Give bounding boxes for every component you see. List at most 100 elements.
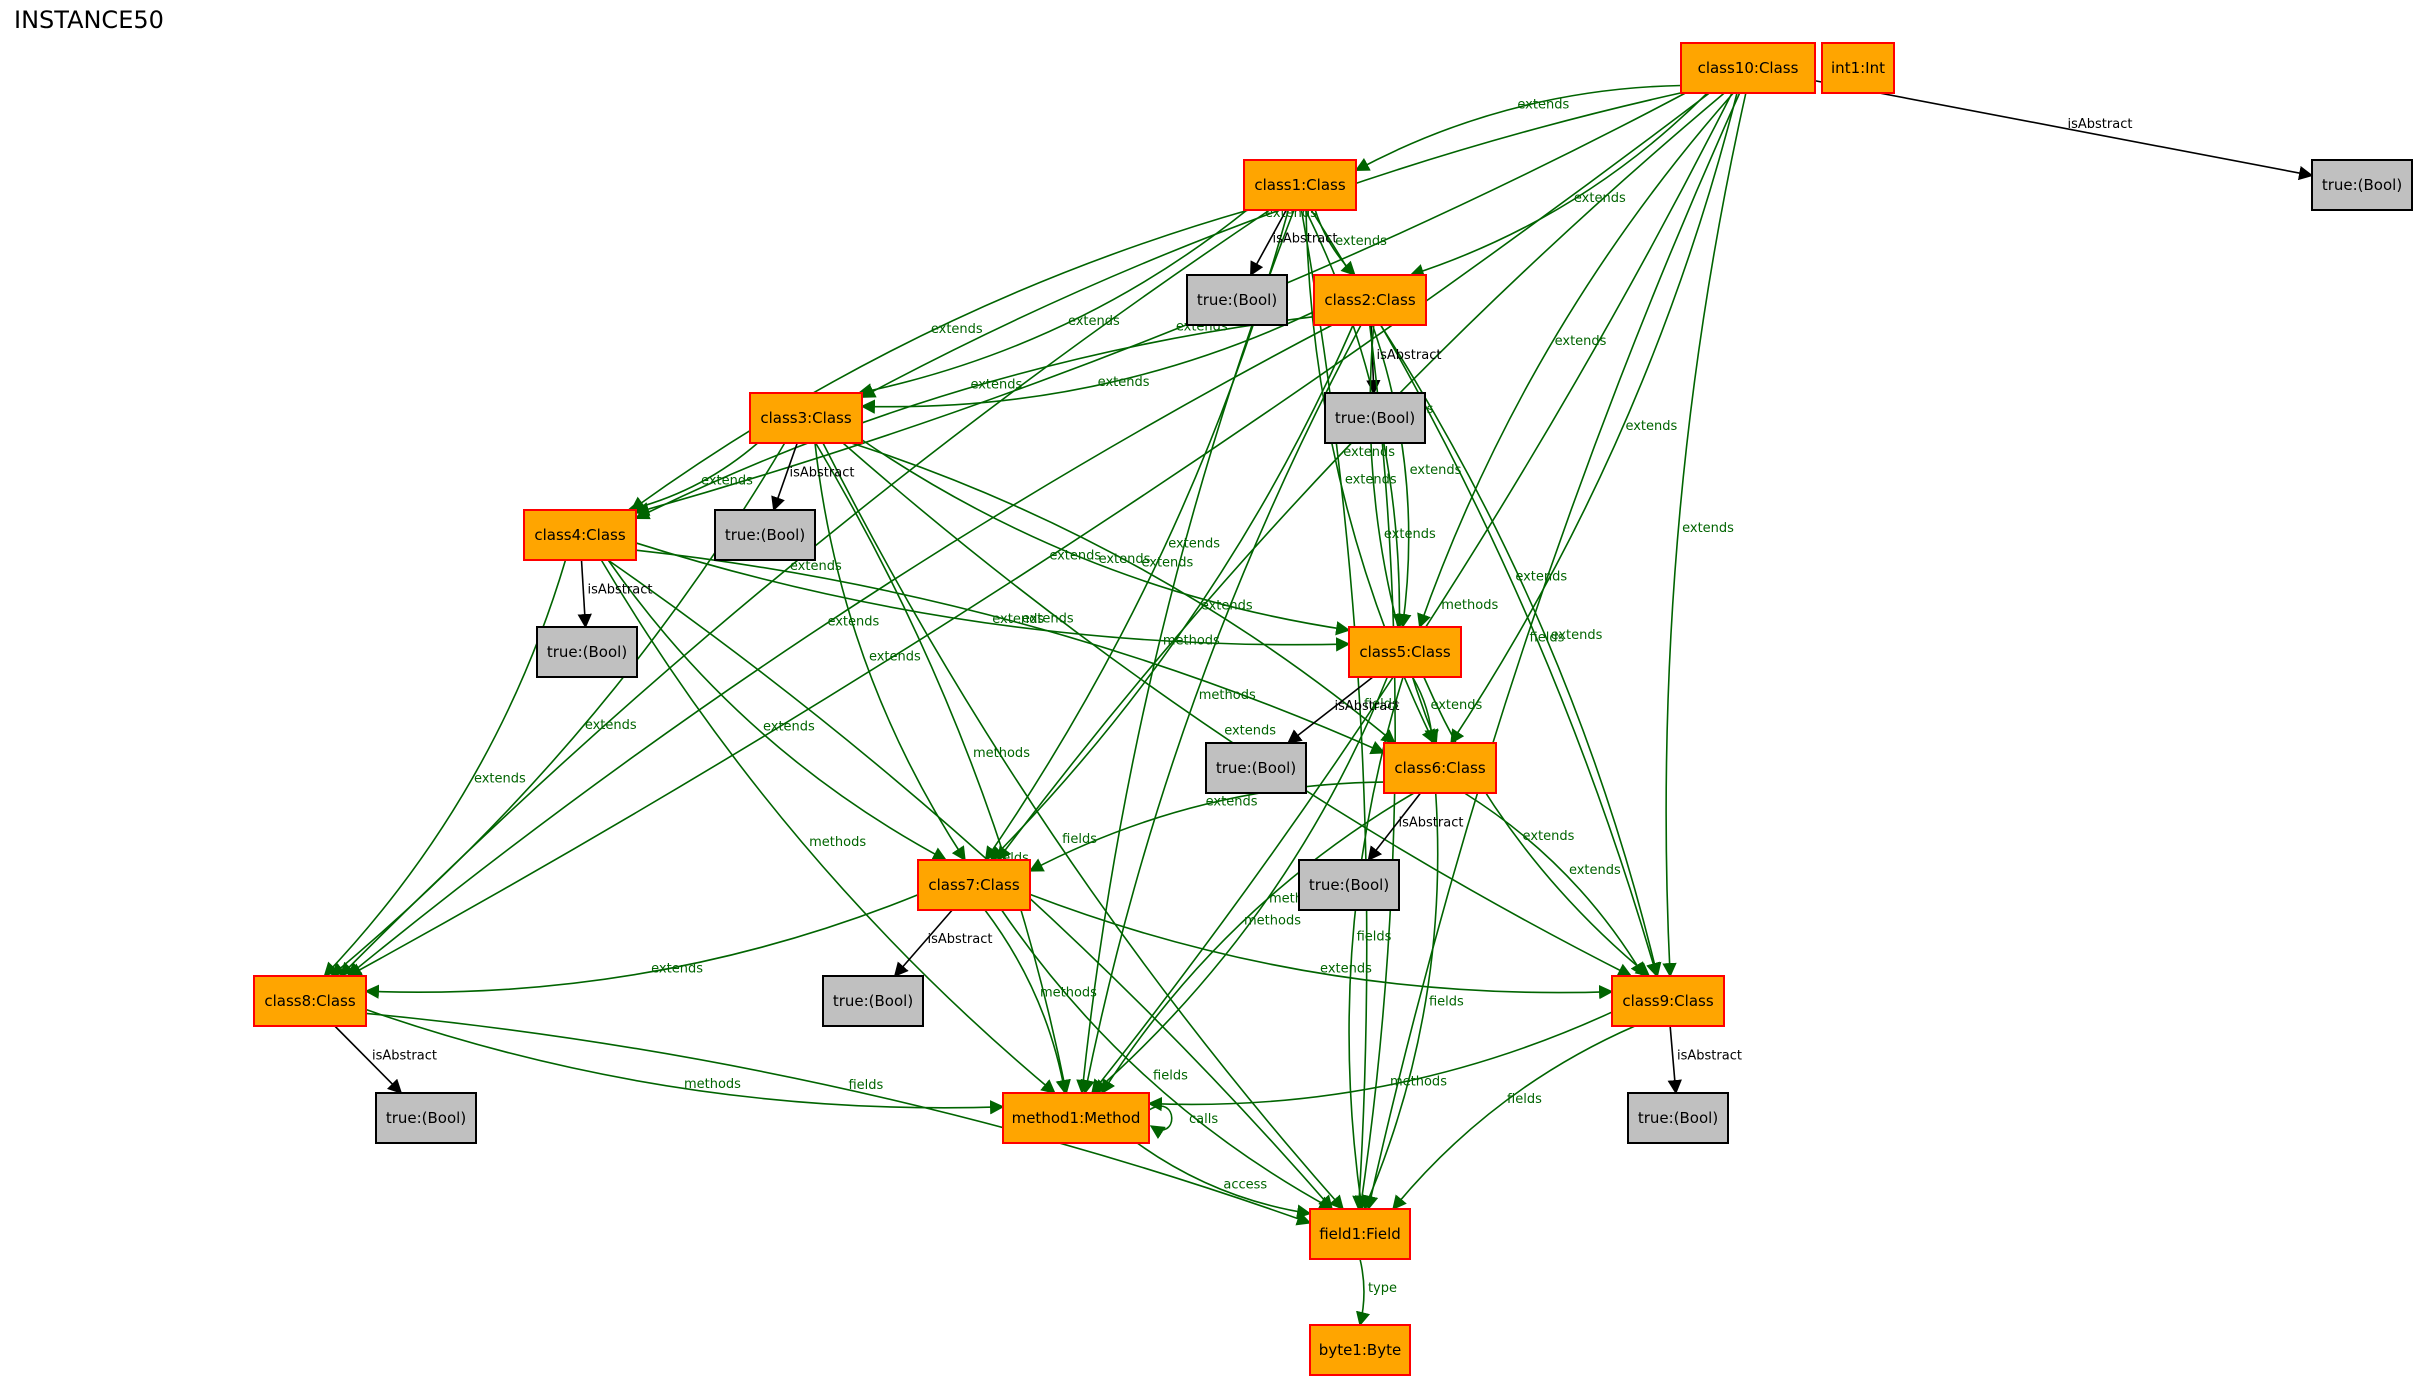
edge-class4-class8 <box>323 559 567 978</box>
node-t2[interactable]: true:(Bool) <box>1324 392 1426 444</box>
edge-class3-class9 <box>842 442 1633 977</box>
edge-line <box>1148 1105 1173 1140</box>
edge-line <box>851 442 1396 744</box>
edge-class2-t2 <box>1366 324 1381 395</box>
edge-class10-class7 <box>996 92 1725 862</box>
edge-class10-class6 <box>1450 92 1738 745</box>
node-int1[interactable]: int1:Int <box>1821 42 1895 94</box>
edge-line <box>626 442 759 514</box>
edge-label-extends: extends <box>1206 794 1258 809</box>
edge-class3-class7 <box>814 442 966 862</box>
edge-line <box>1029 893 1614 1000</box>
edge-line <box>1371 324 1412 629</box>
edge-class10-t10 <box>1814 79 2314 181</box>
node-t4[interactable]: true:(Bool) <box>536 626 638 678</box>
edge-class1-class2 <box>1314 209 1356 277</box>
node-byte1[interactable]: byte1:Byte <box>1309 1324 1411 1376</box>
edge-label-extends: extends <box>1523 829 1575 844</box>
node-class4[interactable]: class4:Class <box>523 509 637 561</box>
node-label: class3:Class <box>760 409 851 427</box>
edge-line <box>634 92 1686 517</box>
node-label: class6:Class <box>1394 759 1485 777</box>
node-class5[interactable]: class5:Class <box>1348 626 1462 678</box>
node-method1[interactable]: method1:Method <box>1002 1092 1150 1144</box>
edge-line <box>1136 1142 1312 1219</box>
edge-label-methods: methods <box>809 835 866 850</box>
node-class2[interactable]: class2:Class <box>1313 274 1427 326</box>
node-label: class9:Class <box>1622 992 1713 1010</box>
edge-line <box>1028 781 1385 872</box>
node-class10[interactable]: class10:Class <box>1680 42 1816 94</box>
node-box <box>1243 159 1357 211</box>
edge-label-extends: extends <box>1345 473 1397 488</box>
edge-label-extends: extends <box>1384 527 1436 542</box>
edge-label-fields: fields <box>1507 1092 1542 1107</box>
node-class6[interactable]: class6:Class <box>1383 742 1497 794</box>
edge-class5-class6 <box>1411 676 1439 745</box>
edge-class4-class7 <box>607 559 948 861</box>
edge-line <box>346 324 1333 977</box>
node-box <box>253 975 367 1027</box>
edge-label-extends: extends <box>1343 445 1395 460</box>
edge-class3-t3 <box>771 442 798 512</box>
edge-label-methods: methods <box>1040 986 1097 1001</box>
node-class8[interactable]: class8:Class <box>253 975 367 1027</box>
node-t8[interactable]: true:(Bool) <box>375 1092 477 1144</box>
node-box <box>1313 274 1427 326</box>
node-t6[interactable]: true:(Bool) <box>1298 859 1400 911</box>
edge-label-methods: methods <box>973 746 1030 761</box>
edge-class7-class8 <box>364 894 919 999</box>
edge-class6-field1 <box>1362 792 1439 1211</box>
diagram-title: INSTANCE50 <box>14 6 164 34</box>
node-class7[interactable]: class7:Class <box>917 859 1031 911</box>
edge-class1-class4 <box>630 209 1249 511</box>
edge-class3-class6 <box>851 442 1396 744</box>
node-class9[interactable]: class9:Class <box>1611 975 1725 1027</box>
edge-labels-layer: isAbstract extends extends extends extends ex… <box>372 97 2132 1296</box>
edge-class10-class3 <box>860 92 1682 398</box>
edge-class2-class4 <box>634 315 1315 520</box>
edge-label-extends: extends <box>931 322 983 337</box>
node-box <box>1298 859 1400 911</box>
node-label: true:(Bool) <box>1309 876 1389 894</box>
edge-line <box>842 442 1633 977</box>
node-t9[interactable]: true:(Bool) <box>1627 1092 1729 1144</box>
edge-class10-method1 <box>1091 92 1733 1095</box>
node-t5[interactable]: true:(Bool) <box>1205 742 1307 794</box>
edge-line <box>1147 1011 1613 1112</box>
node-box <box>917 859 1031 911</box>
edge-field1-byte1 <box>1356 1258 1371 1327</box>
edge-class1-method1 <box>1076 209 1295 1095</box>
node-label: true:(Bool) <box>725 526 805 544</box>
edge-line <box>984 909 1070 1095</box>
edge-label-isAbstract: isAbstract <box>1377 348 1442 363</box>
edges-layer <box>323 79 2314 1327</box>
edge-line <box>1417 92 1734 629</box>
node-t1[interactable]: true:(Bool) <box>1186 274 1288 326</box>
node-field1[interactable]: field1:Field <box>1309 1208 1411 1260</box>
node-label: true:(Bool) <box>1638 1109 1718 1127</box>
edge-class1-t1 <box>1249 209 1288 277</box>
node-box <box>1309 1324 1411 1376</box>
edge-label-calls: calls <box>1189 1112 1218 1127</box>
edge-line <box>1354 84 1682 172</box>
node-class1[interactable]: class1:Class <box>1243 159 1357 211</box>
node-class3[interactable]: class3:Class <box>749 392 863 444</box>
edge-line <box>1814 79 2314 181</box>
edge-class8-t8 <box>334 1025 403 1095</box>
node-t10[interactable]: true:(Bool) <box>2311 159 2413 211</box>
edge-line <box>635 549 1386 755</box>
node-box <box>1383 742 1497 794</box>
edge-label-methods: methods <box>1244 913 1301 928</box>
node-t3[interactable]: true:(Bool) <box>714 509 816 561</box>
node-label: class7:Class <box>928 876 1019 894</box>
edge-line <box>996 92 1725 862</box>
node-t7[interactable]: true:(Bool) <box>822 975 924 1027</box>
edge-class10-field1 <box>1364 92 1741 1211</box>
edge-label-extends: extends <box>1551 628 1603 643</box>
edge-label-extends: extends <box>869 650 921 665</box>
edge-label-fields: fields <box>848 1078 883 1093</box>
edge-line <box>1080 324 1362 1095</box>
edge-class2-class8 <box>346 324 1333 977</box>
node-label: true:(Bool) <box>547 643 627 661</box>
